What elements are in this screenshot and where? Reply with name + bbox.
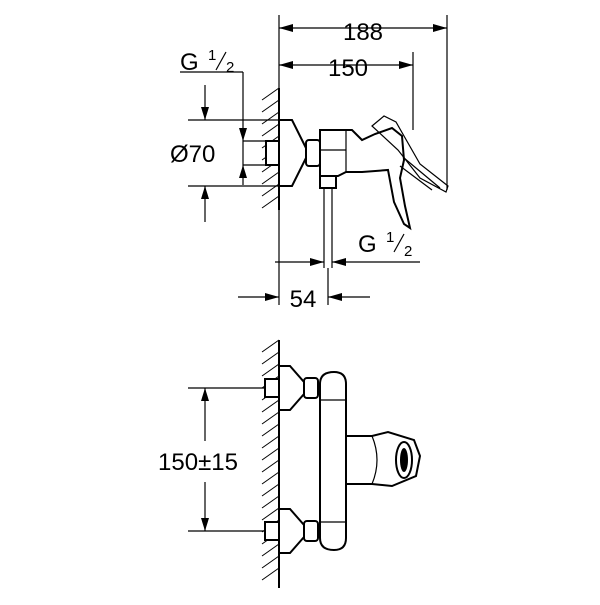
outlet-thread-den: 2	[404, 243, 412, 260]
mixer-body-side	[319, 126, 412, 231]
flange-side	[278, 119, 307, 187]
mixer-body-front	[319, 370, 347, 552]
upper-inlet-connector	[264, 378, 280, 398]
lower-inlet-connector	[264, 521, 280, 541]
lower-flange-front	[278, 508, 305, 554]
dim-inlet-thread: G 1 2	[180, 47, 234, 76]
dim-outlet-thread: G 1 2	[358, 229, 412, 260]
inlet-thread-num: 1	[208, 47, 216, 64]
outlet-nut-side	[319, 175, 337, 189]
lever-end-cap	[400, 448, 408, 472]
outlet-thread-letter: G	[358, 231, 377, 258]
upper-flange-front	[278, 365, 305, 411]
inlet-thread-letter: G	[180, 49, 199, 76]
dim-body-depth: 150	[328, 55, 368, 82]
inlet-thread-den: 2	[226, 59, 234, 76]
dim-inlet-spacing: 150±15	[158, 449, 238, 476]
wall-hatching-front	[261, 339, 280, 588]
lower-nut-front	[303, 520, 319, 542]
dimension-lines-front	[188, 387, 265, 532]
side-view: 188 150 G 1 2 Ø70 G 1 2 54	[170, 15, 449, 313]
dim-outlet-offset: 54	[290, 286, 317, 313]
upper-nut-front	[303, 377, 319, 399]
outlet-thread-num: 1	[386, 229, 394, 246]
dim-flange-diameter: Ø70	[170, 141, 215, 168]
inlet-connector-side	[265, 140, 281, 166]
front-view: 150±15	[158, 339, 422, 588]
dimension-lines-side	[180, 15, 448, 305]
union-nut-side	[305, 139, 321, 167]
dim-overall-depth: 188	[343, 19, 383, 46]
